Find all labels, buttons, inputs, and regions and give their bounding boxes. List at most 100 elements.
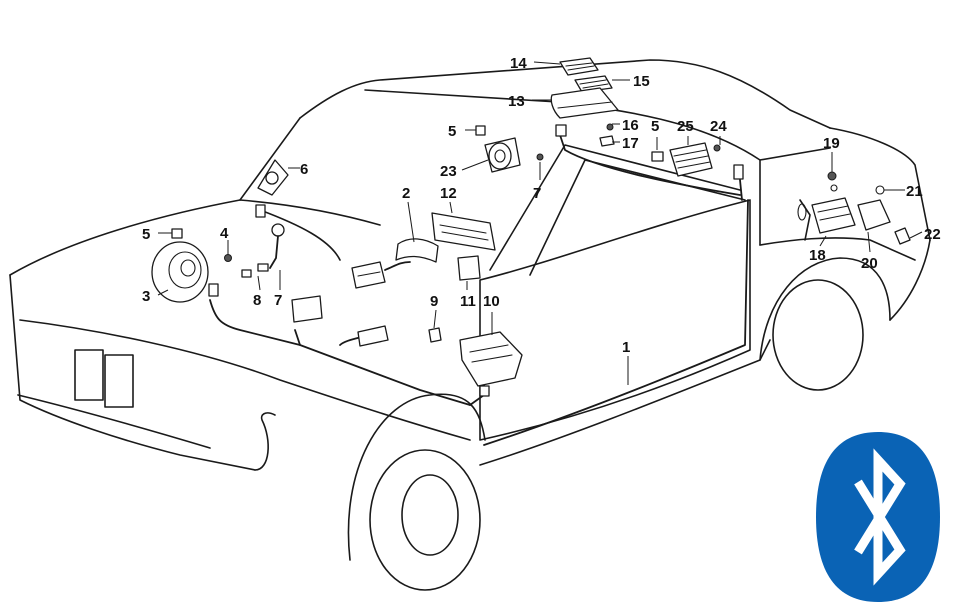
callout-19: 19	[823, 135, 840, 152]
callout-5-roof: 5	[651, 118, 659, 135]
part-6-tweeter	[265, 171, 279, 185]
callout-18: 18	[809, 247, 826, 264]
part-connector-roof	[555, 124, 567, 137]
part-11-relay	[457, 255, 481, 281]
callout-9: 9	[430, 293, 438, 310]
harness-door	[483, 199, 749, 446]
part-21-washer	[875, 185, 885, 195]
part-3-speaker-cone	[168, 251, 202, 289]
part-9-fuse	[428, 327, 442, 343]
car-body	[9, 59, 931, 591]
part-19-ring	[830, 184, 838, 192]
rear-quarter	[889, 239, 931, 321]
bluetooth-rune-icon	[854, 448, 906, 586]
part-5-connector-right	[651, 151, 664, 162]
part-24-bolt	[713, 144, 721, 152]
dash-line	[259, 209, 341, 261]
harness-stub	[294, 329, 301, 346]
part-connector-front	[208, 283, 219, 297]
part-23-speaker-cone	[488, 142, 512, 170]
callout-6: 6	[300, 161, 308, 178]
part-5-connector-left	[171, 228, 183, 239]
part-13-console	[550, 87, 619, 119]
part-20-bracket	[857, 199, 891, 231]
callout-21: 21	[906, 183, 923, 200]
part-14-pad	[559, 57, 599, 76]
callout-20: 20	[861, 255, 878, 272]
part-2-connector	[351, 261, 386, 289]
part-5-connector-top	[475, 125, 486, 136]
callout-7-top: 7	[533, 185, 541, 202]
front-tire	[369, 449, 481, 591]
callout-25: 25	[677, 118, 694, 135]
callout-23: 23	[440, 163, 457, 180]
part-10-detail	[469, 344, 513, 363]
callout-5-left: 5	[142, 226, 150, 243]
front-hub	[401, 474, 459, 556]
part-18-control-unit	[811, 197, 856, 234]
harness-roof	[559, 134, 741, 196]
callout-1: 1	[622, 339, 630, 356]
windshield-top	[364, 89, 559, 103]
part-19-fastener	[827, 171, 837, 181]
callout-5-top: 5	[448, 123, 456, 140]
hood-top	[9, 199, 241, 276]
trunk-lower	[759, 237, 916, 261]
grille-right	[104, 354, 134, 408]
trunk-line	[829, 127, 931, 241]
rear-opening	[797, 203, 807, 221]
part-4-screw	[224, 254, 232, 262]
callout-2: 2	[402, 185, 410, 202]
callout-14: 14	[510, 55, 527, 72]
part-2-pins	[357, 271, 381, 277]
a-pillar	[239, 117, 301, 201]
part-3-speaker	[151, 241, 209, 303]
callout-11: 11	[460, 293, 476, 310]
part-2-wire	[384, 261, 411, 271]
grille-left	[74, 349, 104, 401]
callout-4: 4	[220, 225, 229, 242]
part-8-clip	[257, 263, 269, 272]
part-13-line	[557, 101, 613, 109]
front-fascia	[9, 274, 256, 471]
part-2-harness-plug	[395, 238, 439, 263]
callout-3: 3	[142, 288, 150, 305]
leader-lines	[157, 61, 923, 385]
part-7-screw-top	[536, 153, 544, 161]
callout-10: 10	[483, 293, 500, 310]
part-connector-rear	[733, 164, 744, 180]
hood-front-edge	[19, 319, 471, 441]
part-16-screw	[606, 123, 614, 131]
callout-16: 16	[622, 117, 639, 134]
part-15-texture	[579, 79, 609, 89]
part-12-bracket	[431, 212, 496, 251]
callout-8: 8	[253, 292, 261, 309]
part-14-texture	[565, 62, 595, 71]
door-outline	[479, 199, 751, 441]
quarter-window	[529, 159, 746, 276]
part-3-speaker-center	[180, 259, 196, 277]
callout-24: 24	[710, 118, 727, 135]
callout-12: 12	[440, 185, 457, 202]
part-7-wire	[269, 235, 279, 269]
wiring-harness	[209, 134, 749, 446]
part-connector-door	[479, 385, 490, 397]
rear-wheel-arch	[759, 257, 891, 361]
part-7-grommet	[271, 223, 285, 237]
rear-tire	[772, 279, 864, 391]
part-17-clip	[599, 135, 615, 147]
roof-line	[299, 59, 831, 129]
harness-rear-post	[739, 179, 743, 201]
part-connector-block	[291, 295, 323, 323]
part-23-speaker-center	[494, 149, 506, 163]
bluetooth-logo	[816, 432, 940, 602]
part-18-fins	[817, 205, 851, 221]
part-connector-plug	[357, 325, 389, 347]
harness-front	[209, 299, 471, 406]
part-6-connector	[255, 204, 266, 218]
callout-22: 22	[924, 226, 941, 243]
part-22-clip	[894, 227, 911, 245]
part-12-slots	[439, 224, 489, 241]
